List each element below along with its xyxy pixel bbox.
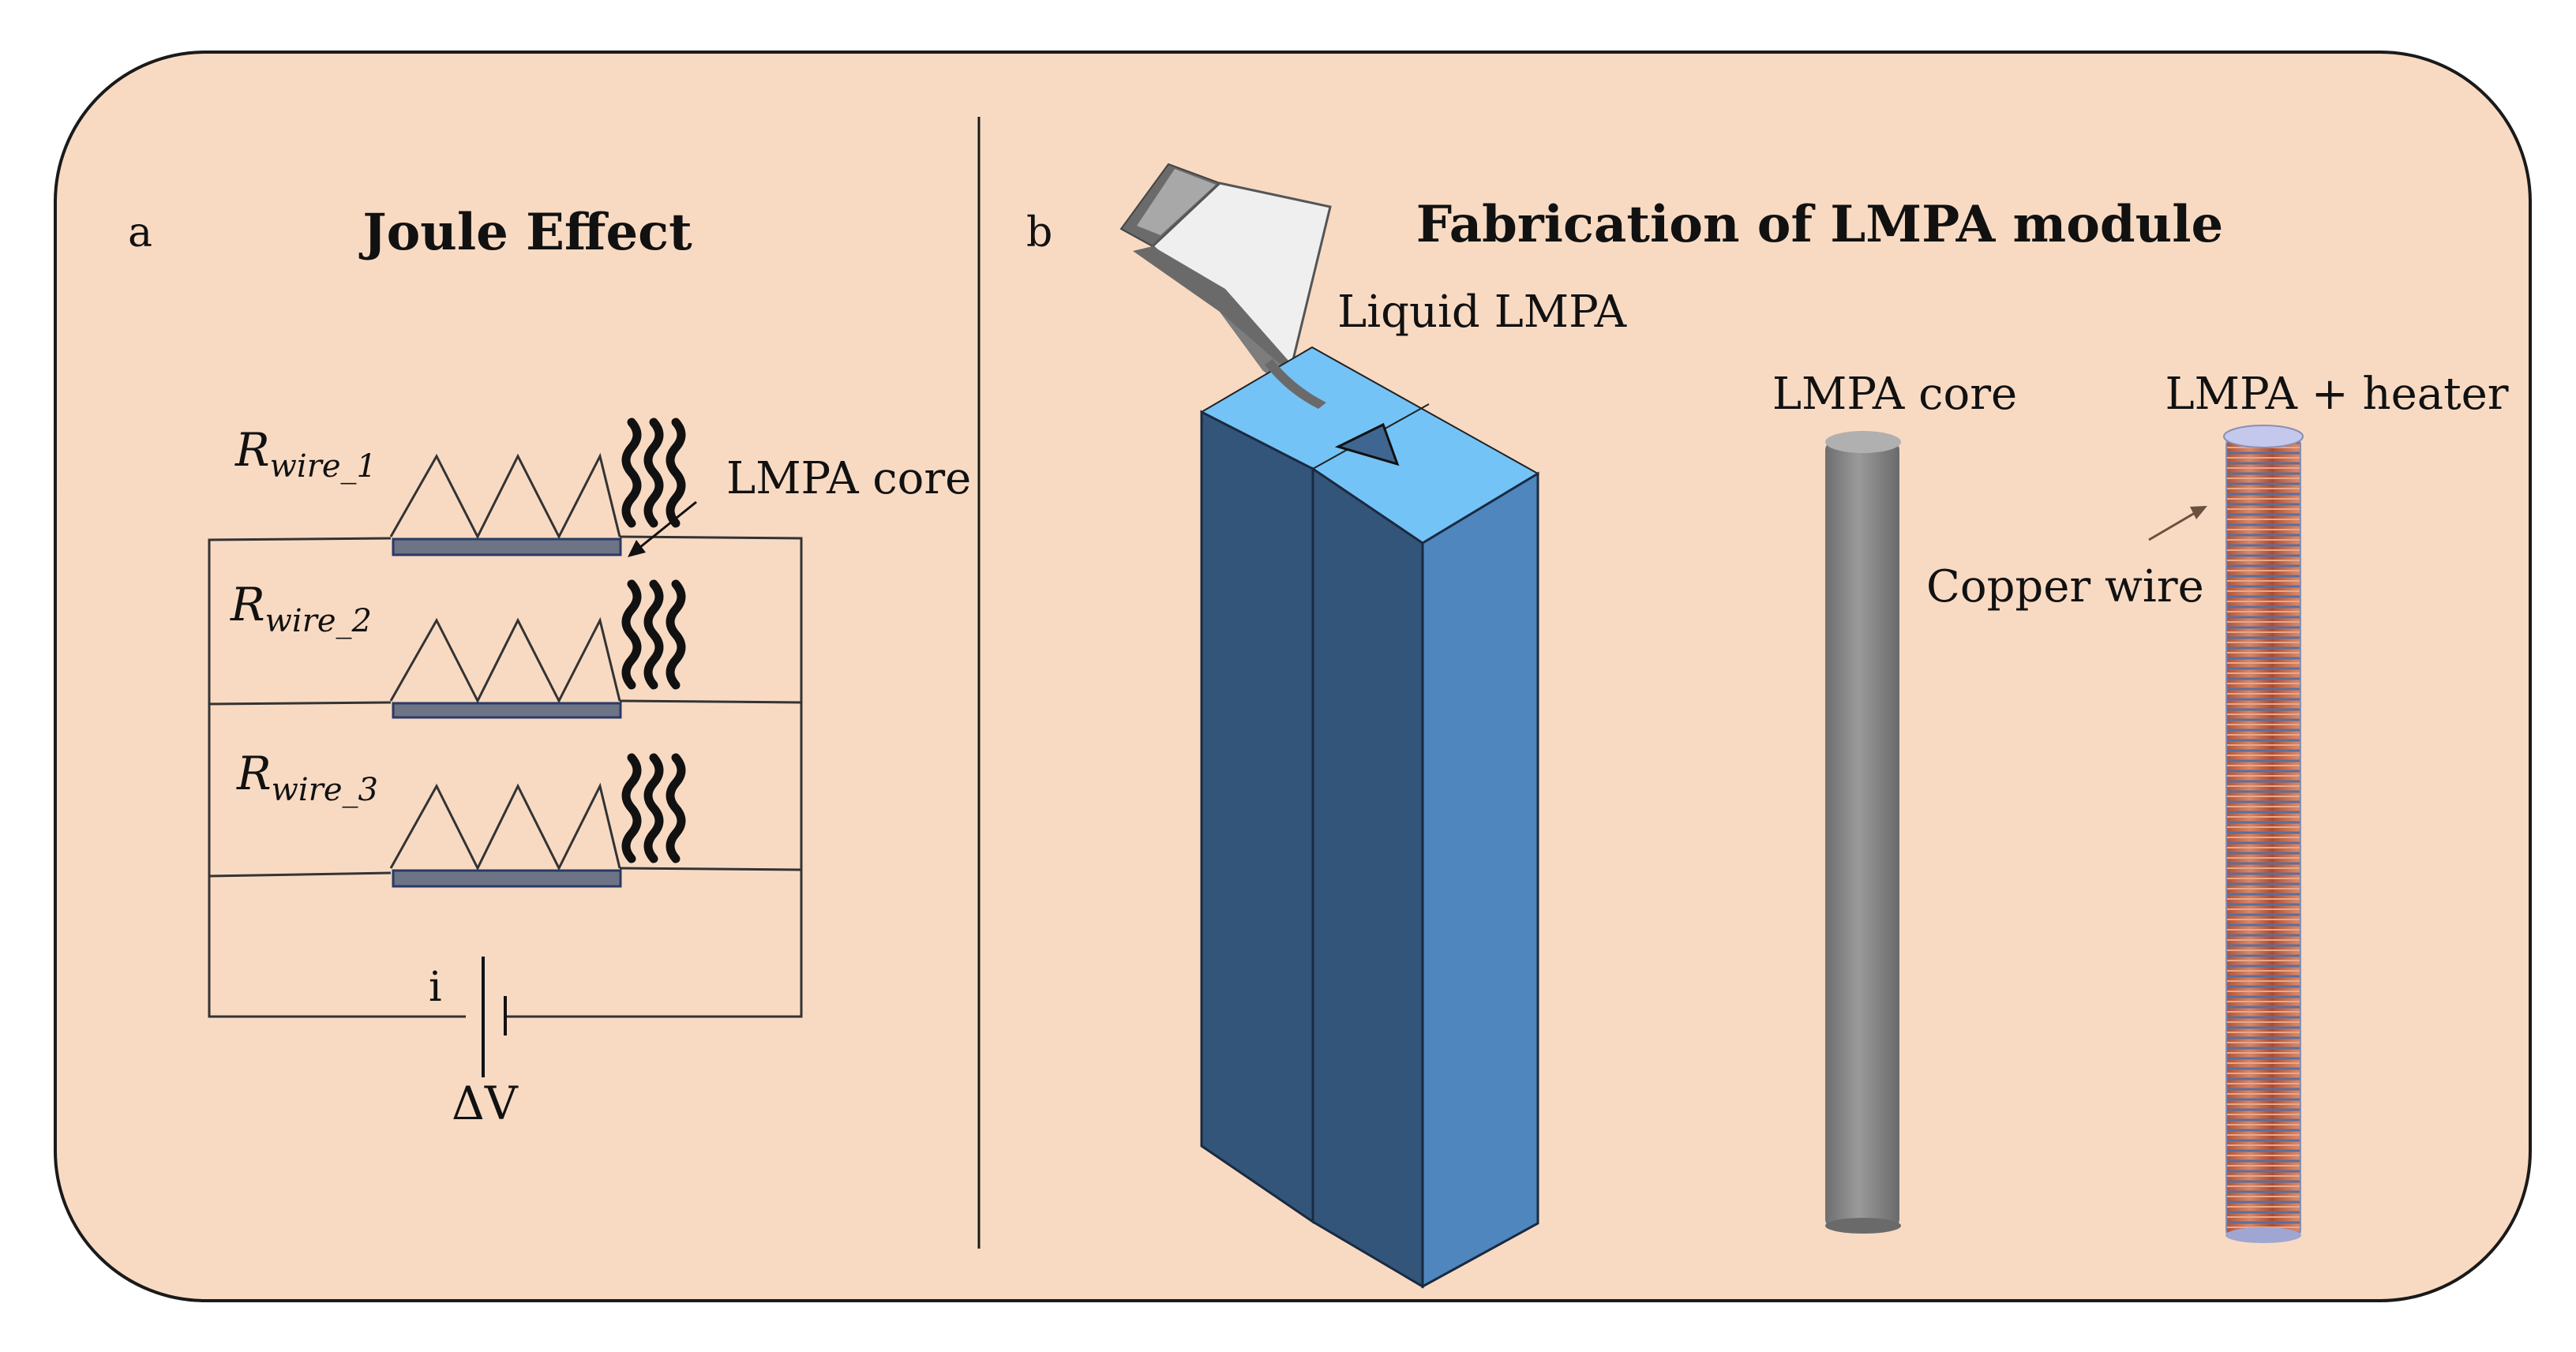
mold-side-face — [1421, 471, 1539, 1289]
resistor-label-1: Rwire_1 — [234, 423, 377, 485]
panel-a-title: Joule Effect — [358, 203, 692, 262]
current-label: i — [429, 964, 442, 1011]
resistor-label-2: Rwire_2 — [230, 578, 372, 639]
core-strip-1 — [392, 537, 622, 556]
branch-wire-left-3 — [208, 871, 392, 878]
heater-label: LMPA + heater — [2165, 369, 2508, 420]
branch-wire-right-3 — [619, 867, 802, 871]
mold-block — [1200, 346, 1539, 1289]
core-arrow-head — [628, 540, 646, 557]
heat-waves-icon-2 — [621, 579, 686, 690]
branch-wire-left-2 — [208, 701, 392, 706]
copper-arrow-head — [2190, 506, 2207, 519]
panel-a-letter: a — [128, 209, 152, 257]
resistor-zigzag-1 — [389, 452, 621, 540]
resistor-label-3: Rwire_3 — [236, 747, 378, 808]
core-strip-2 — [392, 702, 622, 719]
copper-wire-label: Copper wire — [1926, 561, 2204, 612]
circuit-left-wire — [208, 537, 466, 1018]
copper-arrow-line — [2148, 511, 2195, 541]
mold-cavity — [1334, 422, 1400, 466]
core-arrow-line — [635, 500, 697, 552]
circuit-right-wire — [505, 535, 803, 1018]
pouring-cup-icon — [1119, 163, 1332, 404]
panel-b-title: Fabrication of LMPA module — [1416, 195, 2223, 254]
liquid-lmpa-label: Liquid LMPA — [1337, 287, 1627, 338]
panel-a: a Joule Effect — [128, 203, 971, 1130]
core-strip-3 — [392, 869, 622, 888]
resistor-zigzag-3 — [389, 782, 621, 871]
heater-rod — [2223, 425, 2304, 1243]
core-label-b: LMPA core — [1772, 369, 2017, 420]
liquid-stream — [1265, 359, 1326, 409]
voltage-label: ΔV — [452, 1077, 519, 1130]
heat-waves-icon-3 — [621, 753, 686, 863]
mold-front-left — [1200, 410, 1314, 1224]
resistor-zigzag-2 — [389, 616, 621, 704]
branch-wire-right-2 — [619, 699, 802, 704]
core-rod — [1825, 431, 1901, 1234]
panel-b: b Fabrication of LMPA module Liquid LMPA… — [1026, 163, 2509, 1289]
panel-b-letter: b — [1026, 209, 1052, 257]
mold-front-right — [1311, 466, 1424, 1289]
core-label-a: LMPA core — [726, 453, 971, 504]
heat-waves-icon-1 — [621, 418, 686, 528]
